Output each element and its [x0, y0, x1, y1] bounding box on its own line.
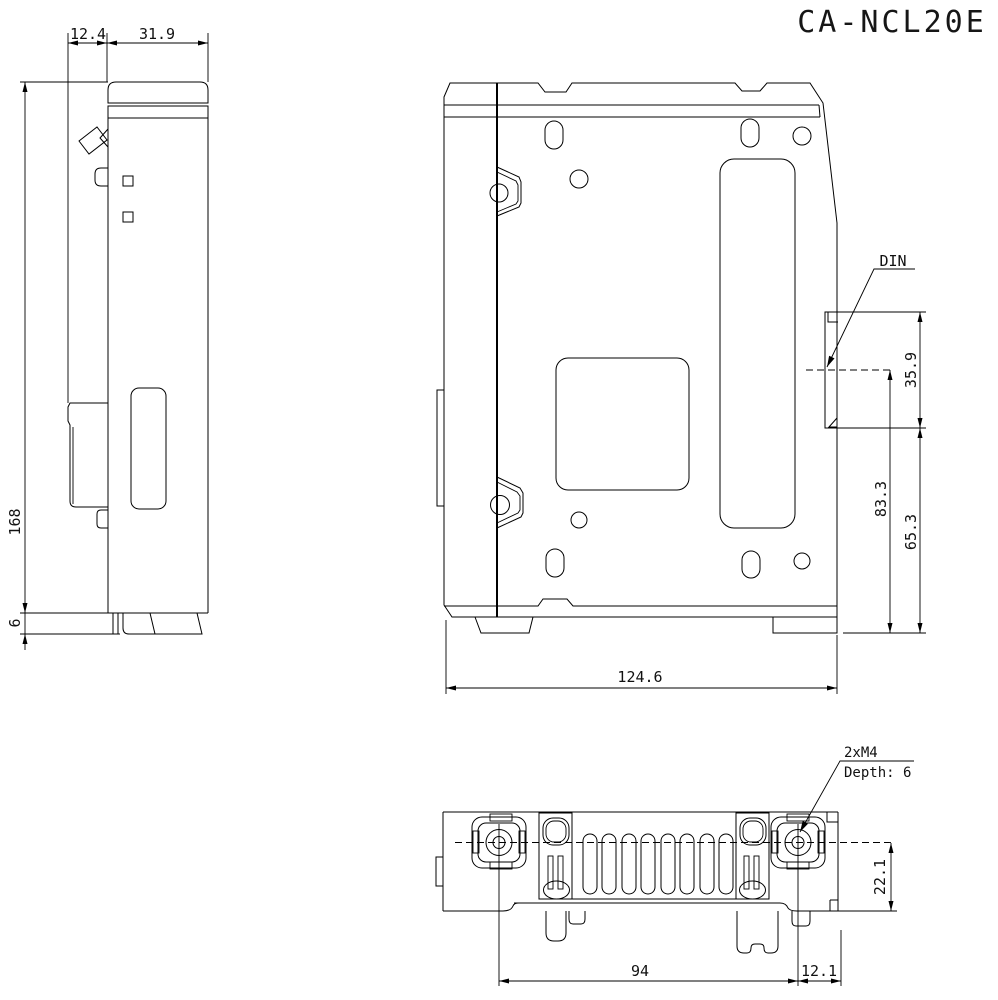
screw-note-line1: 2xM4	[844, 745, 878, 761]
right-din-clip	[735, 812, 811, 954]
side-top-dimensions: 12.4 31.9	[67, 25, 209, 403]
dim-body-width: 31.9	[139, 25, 175, 43]
back-outline	[436, 82, 838, 634]
screw-note-line2: Depth: 6	[844, 765, 911, 781]
dim-width: 124.6	[617, 668, 662, 686]
back-holes	[544, 118, 812, 579]
vent-slots	[582, 833, 734, 895]
bottom-height-dimension: 22.1	[838, 843, 897, 912]
back-right-dimensions: 35.9 65.3 83.3	[825, 311, 926, 634]
bottom-view: 2xM4 Depth: 6 22.1 94 12.1	[435, 745, 914, 986]
din-rail-section: DIN	[806, 252, 915, 429]
bottom-width-dimensions: 94 12.1	[498, 824, 842, 986]
dim-height: 168	[6, 508, 24, 535]
dim-screw-span: 94	[631, 962, 649, 980]
side-body-outline	[67, 81, 209, 635]
din-label: DIN	[879, 252, 906, 270]
dim-clip-depth: 12.4	[70, 25, 106, 43]
dim-screw-to-edge: 12.1	[801, 962, 837, 980]
back-view: DIN 35.9 65.3 83.3 124.6	[436, 82, 926, 694]
drawing-title: CA-NCL20E	[797, 5, 987, 40]
dim-din-height: 35.9	[902, 352, 920, 388]
screw-note: 2xM4 Depth: 6	[799, 745, 914, 833]
left-din-clip	[538, 812, 586, 942]
dim-depth: 22.1	[871, 859, 889, 895]
back-width-dimension: 124.6	[445, 620, 838, 694]
dim-foot-height: 6	[6, 618, 24, 627]
side-view: 12.4 31.9 168 6	[6, 25, 209, 650]
side-left-dimensions: 168 6	[6, 81, 120, 650]
dim-center-to-bottom: 83.3	[872, 481, 890, 517]
bottom-outline	[435, 811, 893, 912]
dim-din-to-bottom: 65.3	[902, 514, 920, 550]
